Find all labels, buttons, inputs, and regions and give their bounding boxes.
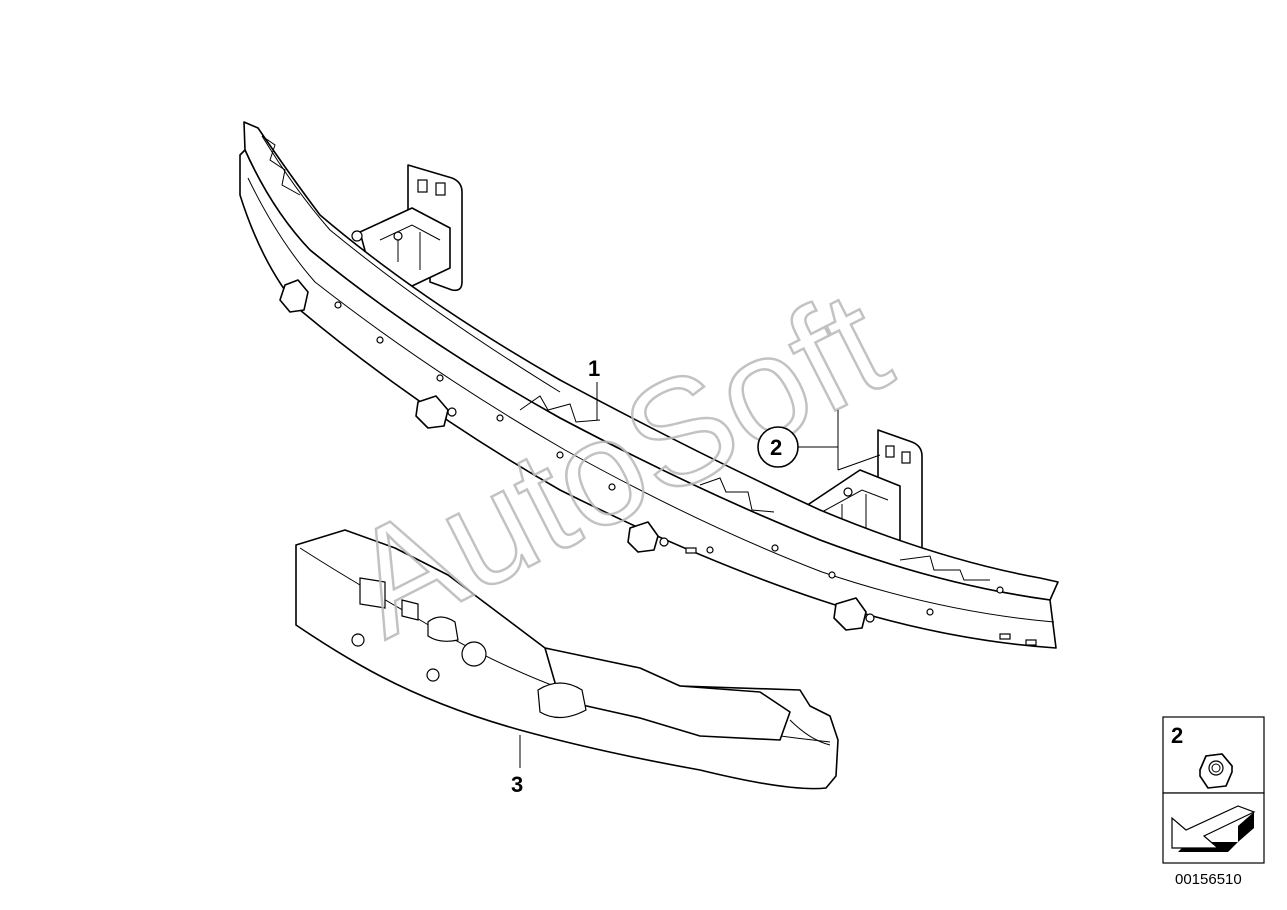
callout-1: 1 bbox=[588, 356, 600, 420]
left-mounting-bracket bbox=[335, 164, 463, 292]
direction-arrow-icon bbox=[1171, 805, 1256, 852]
legend-part-number: 2 bbox=[1171, 723, 1183, 748]
callout-2-label: 2 bbox=[770, 435, 782, 460]
beam-clip-3 bbox=[627, 521, 669, 553]
beam-clip-2 bbox=[415, 395, 457, 429]
callout-2: 2 bbox=[757, 410, 881, 471]
hex-nut-icon bbox=[1199, 753, 1233, 789]
callout-3-label: 3 bbox=[511, 772, 523, 797]
diagram-id: 00156510 bbox=[1175, 871, 1242, 888]
legend-panel: 2 00156510 bbox=[1162, 716, 1265, 888]
callout-3: 3 bbox=[511, 735, 523, 797]
beam-clip-1 bbox=[279, 279, 309, 313]
energy-absorber-part-3 bbox=[295, 529, 839, 790]
callout-1-label: 1 bbox=[588, 356, 600, 381]
beam-clip-4 bbox=[833, 597, 875, 631]
bumper-carrier-part-1 bbox=[239, 121, 1059, 649]
